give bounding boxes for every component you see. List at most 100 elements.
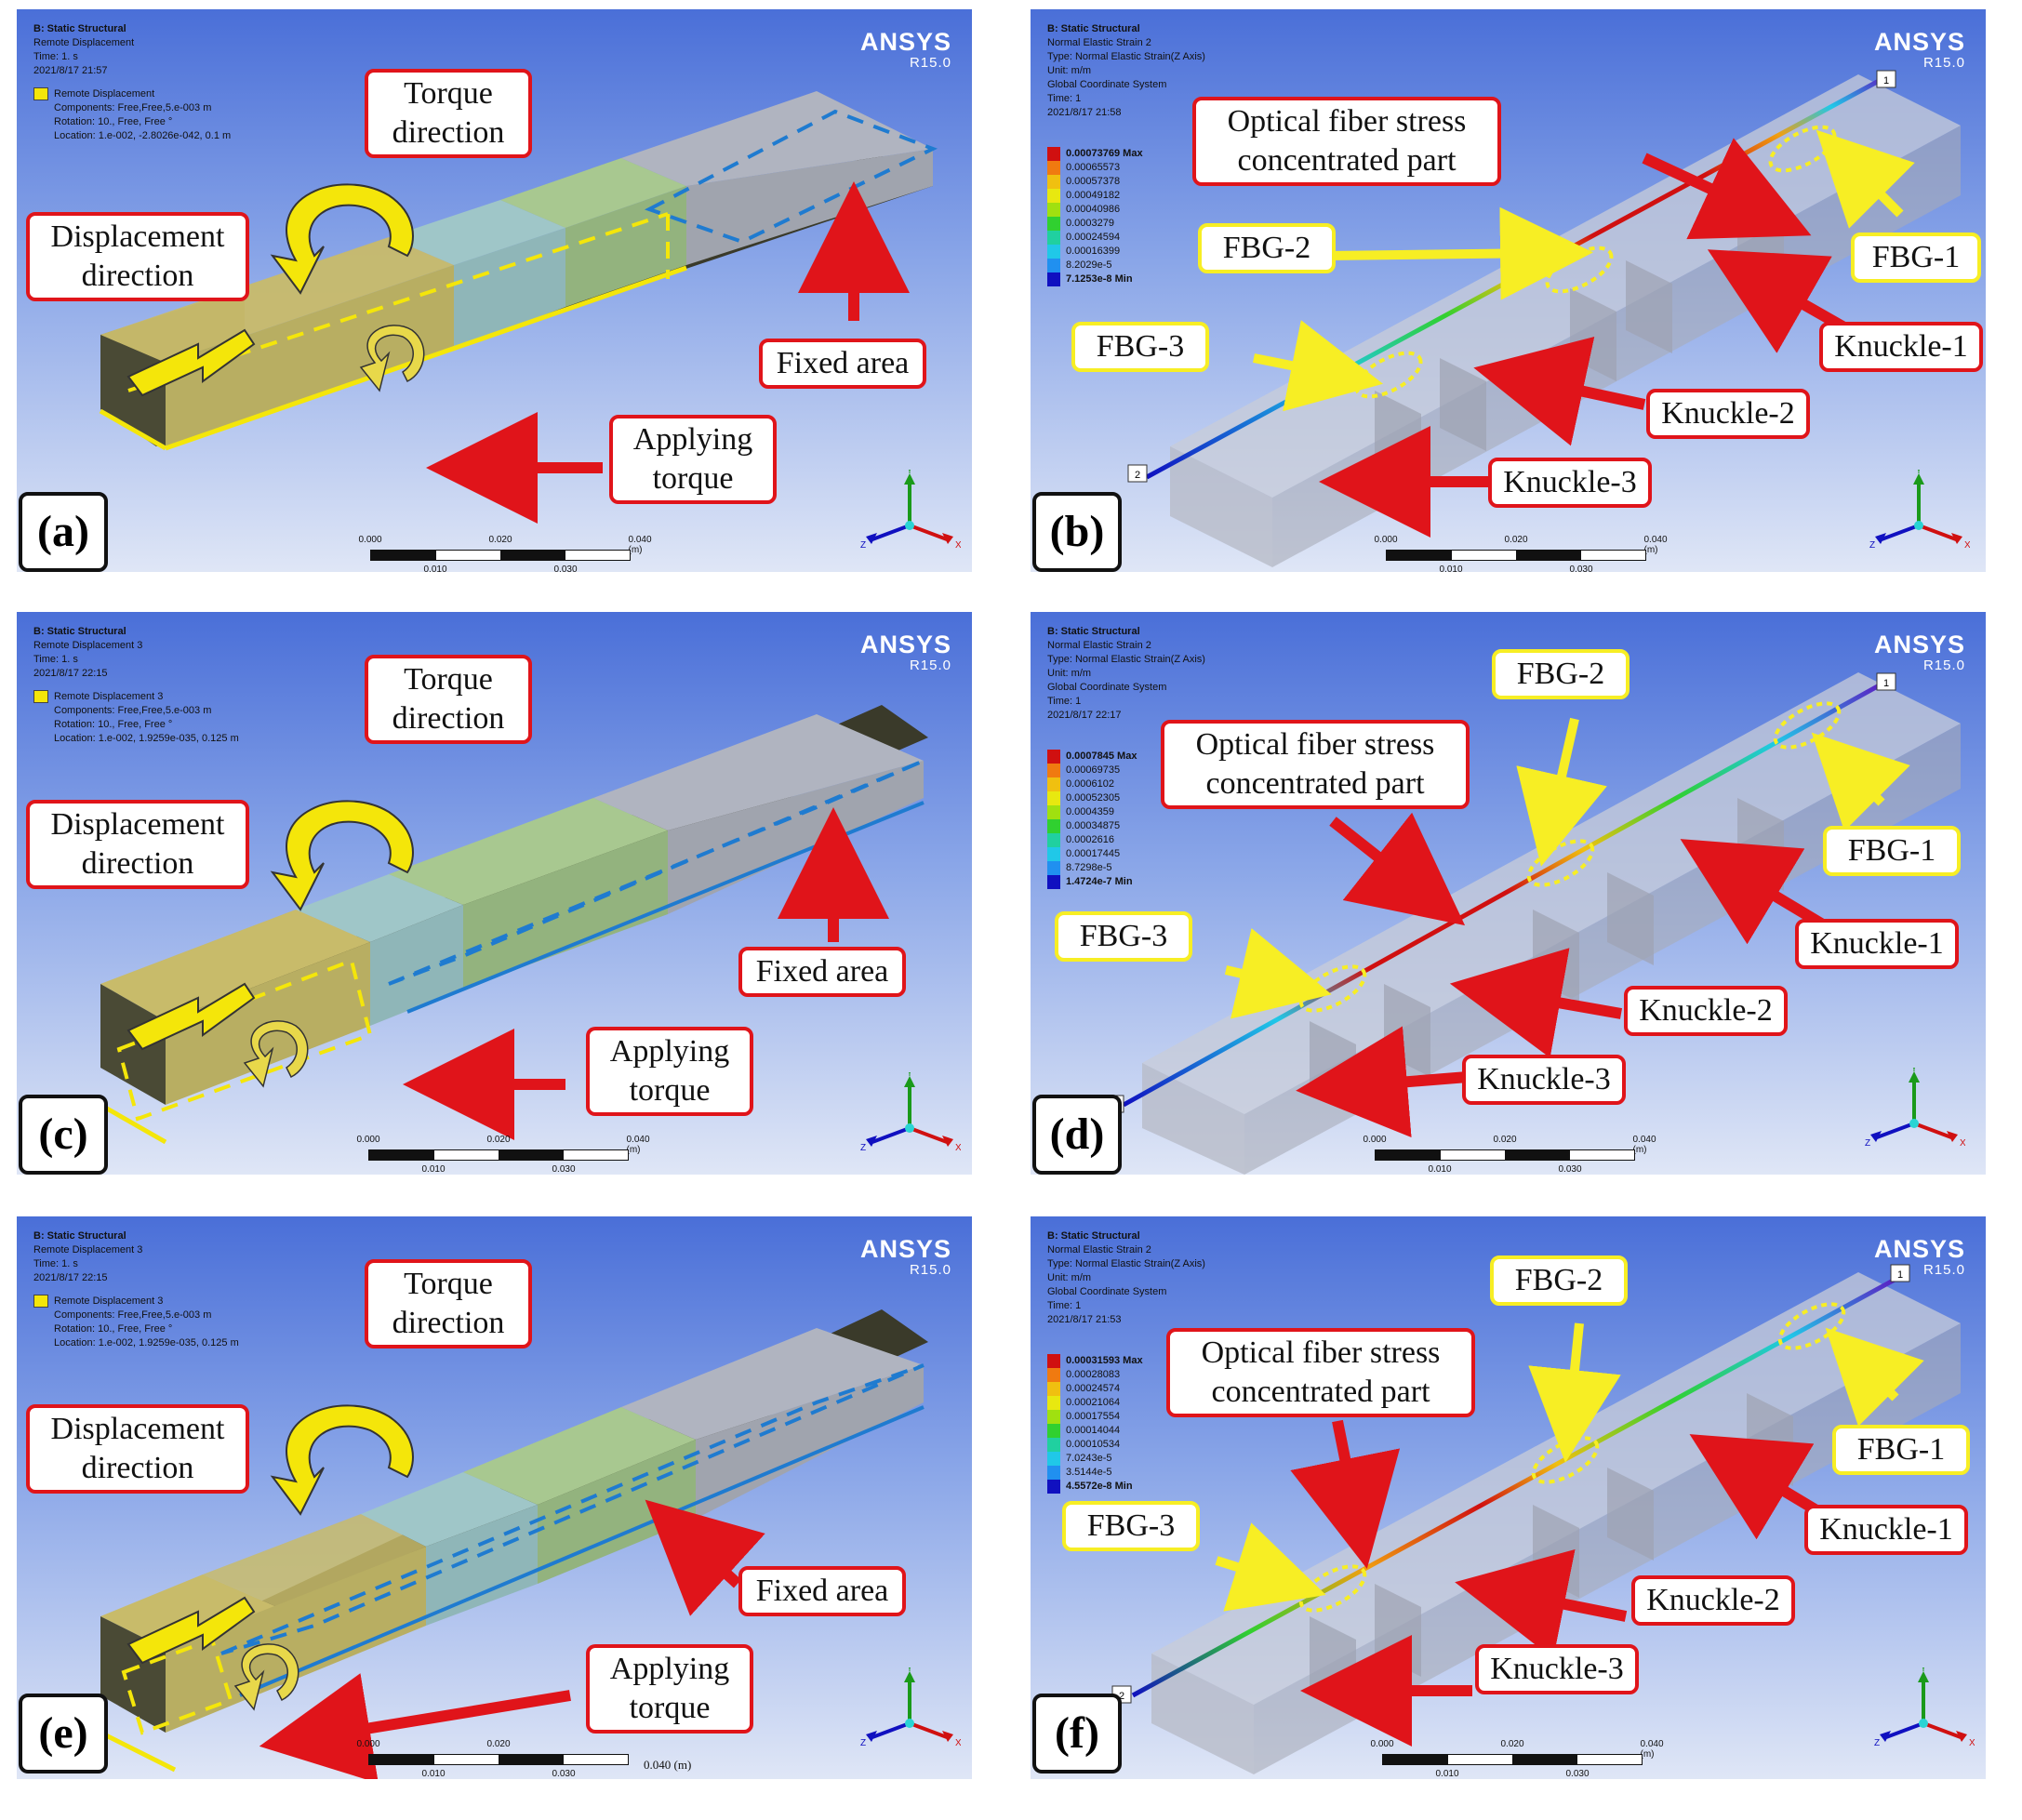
- scale-tick: 0.010: [421, 1164, 446, 1175]
- header-line: Time: 1. s: [33, 51, 78, 62]
- axis-label-y: Y: [1911, 1068, 1918, 1074]
- legend-title: Remote Displacement 3: [54, 691, 164, 702]
- scale-tick: 0.020: [1493, 1135, 1517, 1145]
- logo-version: R15.0: [1922, 1262, 1965, 1278]
- colorbar-value: 7.0243e-5: [1066, 1453, 1112, 1464]
- header-line: B: Static Structural: [1047, 626, 1140, 637]
- colorbar-value: 0.00040986: [1066, 204, 1121, 215]
- fixed-area-outline: [388, 759, 925, 986]
- fbg-2-arrow: [1327, 206, 1593, 300]
- header-line: Remote Displacement: [33, 37, 135, 48]
- label-fixed-area: Fixed area: [738, 947, 906, 997]
- axis-label-x: X: [955, 1143, 961, 1153]
- header-line: Unit: m/m: [1047, 65, 1092, 76]
- scale-tick: 0.030: [552, 1769, 576, 1779]
- dashed-edge-yellow: [116, 958, 373, 1122]
- axis-label-z: Z: [860, 1738, 866, 1748]
- colorbar-value: 7.1253e-8 Min: [1066, 273, 1133, 285]
- fixed-edge-blue: [239, 1405, 925, 1697]
- panel-letter: (b): [1032, 492, 1122, 572]
- remote-displacement-legend: Remote Displacement 3: [33, 1295, 239, 1309]
- scale-tick: 0.000: [358, 535, 382, 545]
- applied-torque-icon: [243, 1020, 309, 1088]
- beam-end: [1142, 1063, 1244, 1175]
- bottom-edge-yellow: [99, 408, 167, 451]
- header-text: B: Static Structural Normal Elastic Stra…: [1047, 625, 1205, 723]
- probe-tag-icon: 1: [1876, 672, 1896, 691]
- panel-letter: (f): [1032, 1694, 1122, 1774]
- header-line: Time: 1: [1047, 696, 1082, 707]
- header-line: Time: 1: [1047, 1300, 1082, 1311]
- label-fbg-1: FBG-1: [1851, 232, 1981, 283]
- scale-tick: 0.010: [423, 565, 447, 572]
- legend-line: Components: Free,Free,5.e-003 m: [54, 705, 212, 716]
- panel-letter: (a): [19, 492, 108, 572]
- fbg-1-marker: [1777, 1302, 1846, 1350]
- colorbar-value: 0.0002616: [1066, 834, 1114, 845]
- label-knuckle-2: Knuckle-2: [1624, 986, 1788, 1036]
- header-line: Global Coordinate System: [1047, 79, 1167, 90]
- beam-front-green: [565, 186, 686, 307]
- scale-tick: 0.040 (m): [1643, 535, 1668, 555]
- knuckle-wall-2b: [1607, 872, 1654, 965]
- label-torque-direction: Torque direction: [365, 1259, 532, 1348]
- header-line: 2021/8/17 22:17: [1047, 710, 1122, 721]
- label-optical-fiber-stress: Optical fiber stress concentrated part: [1161, 720, 1470, 809]
- scale-tick: 0.000: [356, 1135, 380, 1145]
- beam-front-cyan: [426, 1505, 538, 1626]
- legend-line: Components: Free,Free,5.e-003 m: [54, 102, 212, 113]
- probe-label: 1: [1883, 678, 1889, 689]
- fixed-area-outline: [220, 1363, 925, 1655]
- panel-d: 2 1 B: Static Structural Normal Elastic …: [1014, 603, 1986, 1175]
- scale-tick: 0.020: [488, 535, 512, 545]
- beam-top-yellow-2: [203, 1514, 426, 1607]
- displacement-arrow-icon: [126, 982, 256, 1051]
- scale-tick: 0.000: [1363, 1135, 1387, 1145]
- label-fbg-3: FBG-3: [1062, 1501, 1200, 1551]
- probe-label: 2: [1119, 1691, 1124, 1702]
- beam-top-cyan: [361, 1472, 538, 1547]
- colorbar-value: 0.00017554: [1066, 1411, 1121, 1422]
- probe-tag-icon: 1: [1890, 1264, 1910, 1282]
- axis-label-y: Y: [1916, 470, 1922, 476]
- header-line: 2021/8/17 21:57: [33, 65, 108, 76]
- beam-top-green: [389, 798, 668, 905]
- beam-front-cyan: [370, 905, 463, 1026]
- axis-label-y: Y: [907, 1072, 913, 1079]
- scale-tick: 0.000: [1370, 1739, 1394, 1749]
- colorbar-value: 0.0006102: [1066, 778, 1114, 790]
- header-text: B: Static Structural Normal Elastic Stra…: [1047, 22, 1205, 120]
- header-text: B: Static Structural Remote Displacement…: [33, 625, 239, 746]
- label-knuckle-3: Knuckle-3: [1475, 1644, 1639, 1694]
- knuckle-3-arrow: [1296, 1026, 1469, 1138]
- scale-tick: 0.010: [1435, 1769, 1459, 1779]
- coordinate-triad-icon: Y X Z: [1869, 470, 1970, 551]
- axis-label-z: Z: [1869, 540, 1875, 551]
- label-knuckle-2: Knuckle-2: [1631, 1575, 1795, 1626]
- label-applying-torque: Applying torque: [586, 1644, 753, 1734]
- colorbar-value: 0.00069735: [1066, 764, 1121, 776]
- label-torque-direction: Torque direction: [365, 655, 532, 744]
- header-line: Global Coordinate System: [1047, 682, 1167, 693]
- axis-label-z: Z: [860, 540, 866, 551]
- label-fbg-3: FBG-3: [1055, 911, 1192, 962]
- fiber-strain-model-f: 2 1: [1111, 1264, 1961, 1774]
- header-line: Global Coordinate System: [1047, 1286, 1167, 1297]
- logo-text: ANSYS: [859, 28, 951, 56]
- logo-version: R15.0: [909, 658, 951, 673]
- logo-text: ANSYS: [859, 1235, 951, 1263]
- scale-tick: 0.010: [421, 1769, 446, 1779]
- scale-extra-label: 0.040 (m): [644, 1758, 692, 1772]
- knuckle-wall-2b: [1607, 1468, 1654, 1561]
- label-fbg-2: FBG-2: [1490, 1255, 1628, 1306]
- scale-tick: 0.000: [1374, 535, 1398, 545]
- beam-top-yellow: [100, 237, 454, 363]
- fixed-area-outline: [644, 109, 938, 245]
